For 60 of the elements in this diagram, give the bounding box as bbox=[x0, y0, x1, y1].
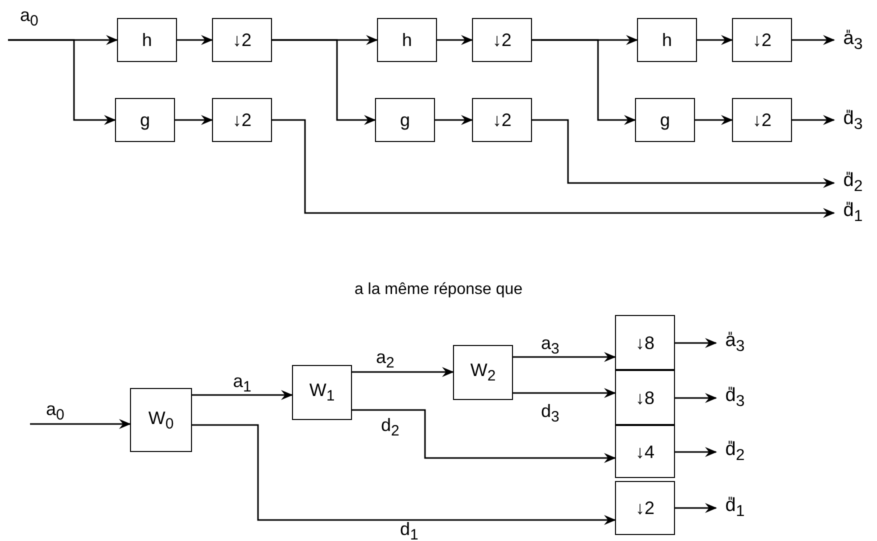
block-box: g bbox=[375, 98, 435, 142]
arrow bbox=[675, 338, 717, 348]
arrow bbox=[272, 119, 835, 218]
block-box: ↓8 bbox=[615, 370, 675, 425]
block-box: ↓8 bbox=[615, 315, 675, 370]
edge-label: d$_{2}$ bbox=[381, 416, 400, 439]
edge-label: a$_{0}$ bbox=[20, 6, 38, 29]
arrow bbox=[675, 447, 717, 457]
block-box: ↓2 bbox=[472, 18, 532, 62]
block-box: g bbox=[635, 98, 695, 142]
arrow bbox=[352, 367, 454, 377]
arrow bbox=[695, 115, 733, 125]
arrow bbox=[513, 352, 616, 362]
edge-label: a$_{2}$ bbox=[376, 348, 394, 371]
block-box: h bbox=[117, 18, 177, 62]
output-label: d̎$_{1}$ bbox=[838, 199, 868, 227]
arrow bbox=[532, 39, 636, 125]
arrow bbox=[8, 39, 116, 125]
block-box: h bbox=[377, 18, 437, 62]
arrow bbox=[437, 35, 473, 45]
arrow bbox=[675, 503, 717, 513]
arrow bbox=[792, 35, 835, 45]
edge-label: d$_{3}$ bbox=[541, 402, 560, 425]
arrow bbox=[435, 115, 473, 125]
block-box: W$_{0}$ bbox=[130, 388, 192, 452]
block-box: ↓2 bbox=[615, 481, 675, 535]
arrow bbox=[352, 409, 616, 463]
output-label: d̎$_{2}$ bbox=[720, 435, 750, 469]
block-box: ↓2 bbox=[212, 98, 272, 142]
edge-label: a$_{3}$ bbox=[541, 334, 560, 357]
arrow bbox=[192, 424, 616, 525]
output-label: d̎$_{3}$ bbox=[838, 104, 868, 138]
block-box: ↓2 bbox=[732, 18, 792, 62]
output-label: d̎$_{1}$ bbox=[720, 491, 750, 525]
arrow bbox=[175, 115, 213, 125]
arrow bbox=[513, 388, 616, 398]
arrow bbox=[192, 390, 293, 400]
output-label: a̎$_{3}$ bbox=[838, 24, 868, 58]
arrow bbox=[272, 39, 376, 125]
arrow bbox=[697, 35, 733, 45]
arrow bbox=[30, 419, 131, 429]
edge-label: a$_{1}$ bbox=[233, 372, 252, 395]
output-label: a̎$_{3}$ bbox=[720, 326, 750, 360]
output-label: d̎$_{2}$ bbox=[838, 169, 868, 197]
edge-label: a$_{0}$ bbox=[46, 400, 64, 423]
block-box: g bbox=[115, 98, 175, 142]
block-box: W$_{1}$ bbox=[292, 365, 352, 420]
block-box: W$_{2}$ bbox=[453, 345, 513, 400]
edge-label: d$_{1}$ bbox=[400, 520, 418, 541]
block-box: h bbox=[637, 18, 697, 62]
block-box: ↓2 bbox=[472, 98, 532, 142]
block-box: ↓2 bbox=[732, 98, 792, 142]
block-box: ↓2 bbox=[212, 18, 272, 62]
output-label: d̎$_{3}$ bbox=[720, 381, 750, 415]
arrow bbox=[675, 393, 717, 403]
arrow bbox=[177, 35, 213, 45]
caption-text: a la même réponse que bbox=[353, 281, 524, 299]
block-box: ↓4 bbox=[615, 425, 675, 478]
arrow bbox=[532, 119, 835, 188]
arrow bbox=[792, 115, 835, 125]
